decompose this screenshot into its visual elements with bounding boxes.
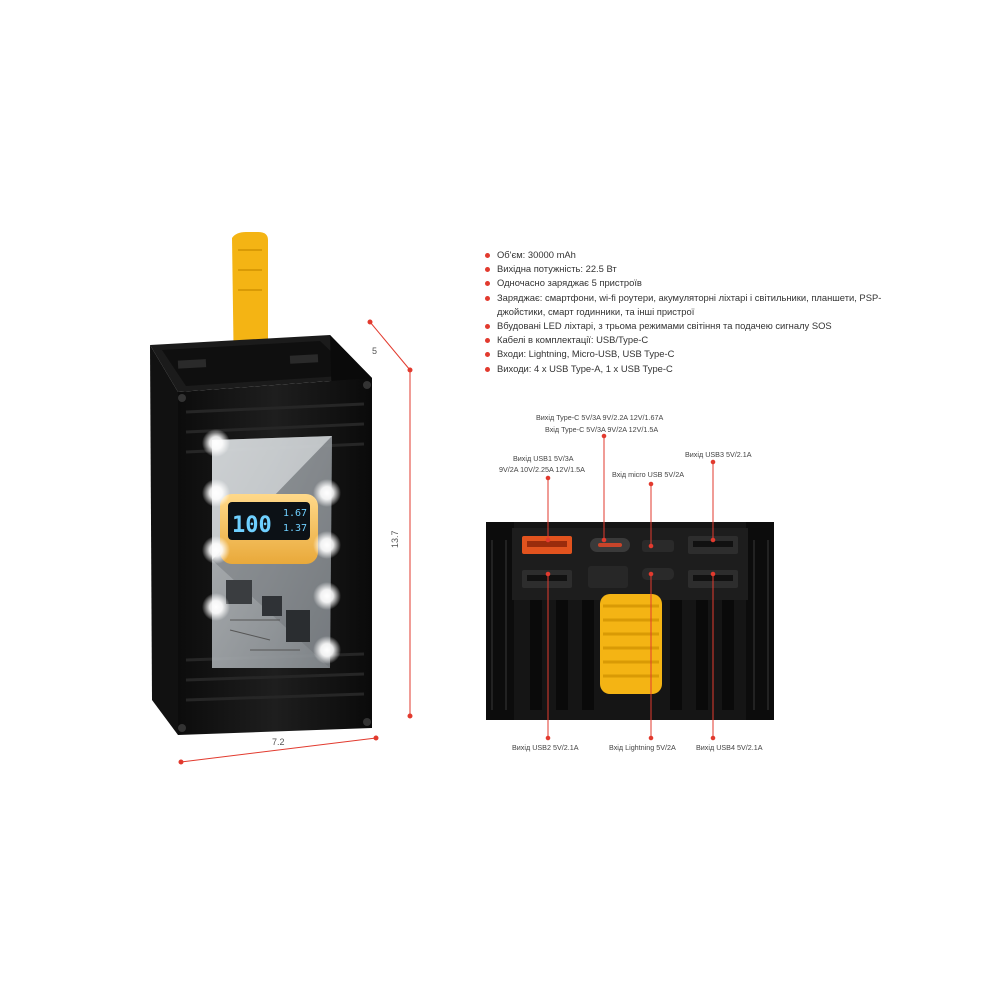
label-usb1-line2: 9V/2A 10V/2.25A 12V/1.5A [499, 465, 585, 474]
label-usb3: Вихід USB3 5V/2.1A [685, 450, 752, 459]
led-lights [202, 429, 341, 664]
bullet-icon [485, 267, 490, 273]
battery-display: 100 1.67 1.37 [220, 494, 318, 564]
label-micro-usb: Вхід micro USB 5V/2A [612, 470, 685, 479]
bullet-icon [485, 338, 490, 344]
display-percent: 100 [232, 513, 272, 538]
spec-list: Об'єм: 30000 mAh Вихідна потужність: 22.… [483, 248, 903, 376]
bullet-icon [485, 281, 490, 287]
power-button [588, 566, 628, 588]
spec-item: Одночасно заряджає 5 пристроїв [483, 276, 903, 290]
spec-item: Заряджає: смартфони, wi-fi роутери, акум… [483, 291, 903, 319]
label-typec-out: Вихід Type-C 5V/3A 9V/2.2A 12V/1.67A [536, 413, 664, 422]
spec-item: Об'єм: 30000 mAh [483, 248, 903, 262]
power-bank-port-view [486, 433, 774, 741]
spec-item: Вбудовані LED ліхтарі, з трьома режимами… [483, 319, 903, 333]
spec-item: Вихідна потужність: 22.5 Вт [483, 262, 903, 276]
label-usb2: Вихід USB2 5V/2.1A [512, 743, 579, 752]
bullet-icon [485, 352, 490, 358]
lightning-port [642, 568, 674, 580]
bullet-icon [485, 253, 490, 258]
dimension-width: 7.2 [272, 737, 285, 747]
label-usb1-line1: Вихід USB1 5V/3A [513, 454, 574, 463]
dimension-depth: 5 [372, 346, 378, 356]
power-bank-front-view: 100 1.67 1.37 [150, 232, 413, 765]
label-usb4: Вихід USB4 5V/2.1A [696, 743, 763, 752]
spec-item: Виходи: 4 x USB Type-A, 1 x USB Type-C [483, 362, 903, 376]
label-typec-in: Вхід Type-C 5V/3A 9V/2A 12V/1.5A [545, 425, 659, 434]
bullet-icon [485, 366, 490, 372]
bullet-icon [485, 324, 490, 330]
front-face [150, 345, 178, 735]
bullet-icon [485, 295, 490, 301]
label-lightning: Вхід Lightning 5V/2A [609, 743, 676, 752]
display-volt: 1.67 [283, 508, 307, 519]
coiled-strap [600, 594, 662, 694]
display-amp: 1.37 [283, 523, 307, 534]
spec-item: Входи: Lightning, Micro-USB, USB Type-C [483, 347, 903, 361]
micro-usb-port [642, 540, 674, 552]
spec-item: Кабелі в комплектації: USB/Type-C [483, 333, 903, 347]
dimension-height: 13.7 [390, 530, 400, 548]
